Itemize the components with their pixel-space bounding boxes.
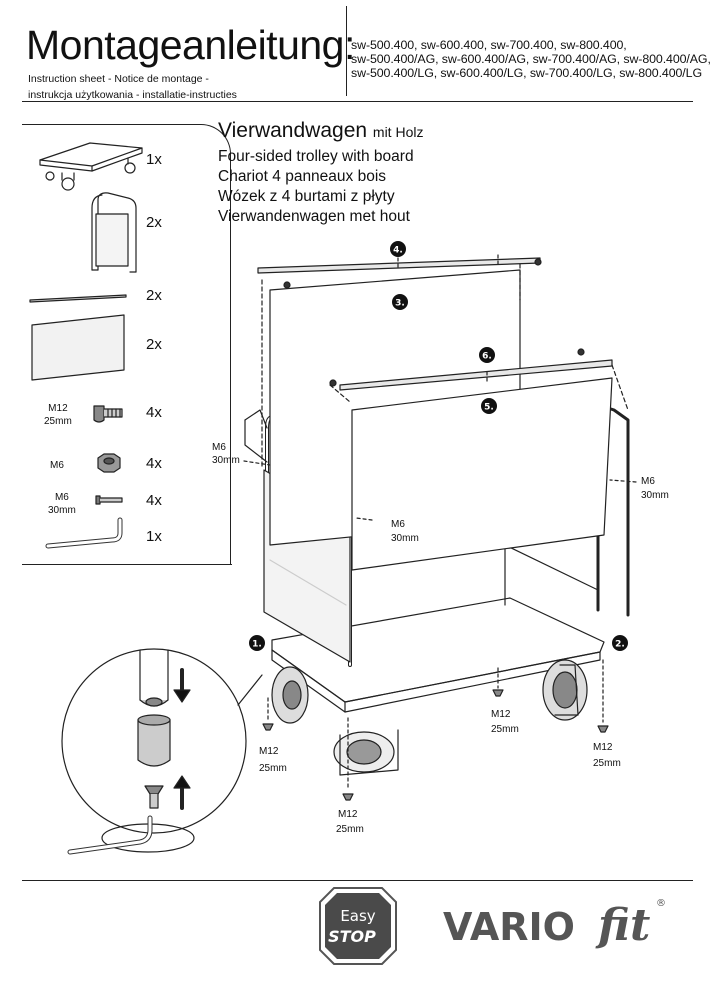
easy-stop-top: Easy [340, 907, 375, 925]
variofit-registered: ® [656, 898, 666, 909]
variofit-fit: fit [595, 900, 650, 951]
parts-list-frame [22, 124, 231, 565]
m6-nut-icon [97, 453, 121, 473]
step-badge-5 [481, 398, 497, 414]
model-list-line-3: sw-500.400/LG, sw-600.400/LG, sw-700.400… [351, 66, 702, 80]
parts-qty-m12: 4x [146, 404, 162, 421]
front-board [351, 377, 613, 571]
callout-m12-left-length: 25mm [259, 763, 287, 774]
callout-m6-left-size: M6 [212, 442, 226, 453]
step-badge-6 [479, 347, 495, 363]
parts-qty-nut: 4x [146, 455, 162, 472]
callout-leaders [243, 254, 637, 791]
step-badge-3-label: 3. [395, 299, 405, 309]
subtitle-line-1: Instruction sheet - Notice de montage - [28, 73, 209, 85]
product-title-en: Four-sided trolley with board [218, 148, 414, 165]
variofit-logo: VARIO fit ® [443, 898, 666, 951]
callout-m12-center-length: 25mm [491, 724, 519, 735]
footer-rule [22, 880, 693, 881]
parts-qty-board: 2x [146, 336, 162, 353]
callout-m6-center-size: M6 [391, 519, 405, 530]
callout-m12-right-length: 25mm [593, 758, 621, 769]
header-divider [346, 6, 347, 96]
wood-board-icon [31, 314, 125, 381]
detail-circle [61, 648, 263, 834]
callout-m12-left-size: M12 [259, 746, 279, 757]
m12-screw-icon [93, 405, 123, 423]
caster-back-left [271, 666, 309, 724]
parts-qty-frame: 2x [146, 214, 162, 231]
callout-m12-front-length: 25mm [336, 824, 364, 835]
m6-screw-icon [95, 495, 123, 505]
callout-m6-right-size: M6 [641, 476, 655, 487]
callout-m6-center-length: 30mm [391, 533, 419, 544]
parts-list-bottom-rule [22, 564, 232, 565]
detail-hex-key-icon [67, 815, 195, 855]
rail-bar-icon [29, 294, 127, 303]
step-badge-3 [392, 294, 408, 310]
easy-stop-logo: Easy STOP [319, 887, 397, 965]
callout-m6-right-length: 30mm [641, 490, 669, 501]
parts-qty-base: 1x [146, 151, 162, 168]
step-badge-2 [612, 635, 628, 651]
step-badge-1-label: 1. [252, 640, 262, 650]
step-badge-6-label: 6. [482, 352, 492, 362]
parts-qty-rail: 2x [146, 287, 162, 304]
parts-label-m12-size: M12 [48, 403, 68, 414]
header-rule [22, 101, 693, 102]
product-title: Vierwandwagen mit Holz [218, 119, 423, 143]
hex-key-icon [45, 517, 123, 549]
step-badge-2-label: 2. [615, 640, 625, 650]
detail-arrow-up-icon [173, 775, 191, 810]
parts-label-m12-length: 25mm [44, 416, 72, 427]
detail-arrow-down-icon [173, 668, 191, 703]
model-list-line-1: sw-500.400, sw-600.400, sw-700.400, sw-8… [351, 38, 627, 52]
step-badge-4 [390, 241, 406, 257]
product-title-suffix: mit Holz [372, 124, 424, 140]
product-title-fr: Chariot 4 panneaux bois [218, 168, 387, 185]
easy-stop-bottom: STOP [328, 927, 376, 946]
back-rail [257, 257, 542, 469]
trolley-deck [271, 597, 605, 713]
parts-label-m6-size: M6 [54, 492, 69, 503]
model-list-line-2: sw-500.400/AG, sw-600.400/AG, sw-700.400… [351, 52, 711, 66]
subtitle-line-2: instrukcja użytkowania - installatie-ins… [28, 89, 237, 101]
callout-m6-left-length: 30mm [212, 455, 240, 466]
parts-label-m12: M12 25mm [44, 402, 72, 428]
bottom-screws [262, 689, 609, 801]
parts-label-nut: M6 [50, 460, 64, 471]
front-rail [329, 348, 629, 411]
parts-label-m6-length: 30mm [48, 505, 76, 516]
product-title-nl: Vierwandenwagen met hout [218, 208, 410, 225]
callout-m12-center-size: M12 [491, 709, 511, 720]
step-badge-1 [249, 635, 265, 651]
parts-qty-m6: 4x [146, 492, 162, 509]
step-badge-4-label: 4. [393, 246, 403, 256]
callout-m12-front-size: M12 [338, 809, 358, 820]
caster-right [542, 659, 588, 721]
variofit-main: VARIO [443, 905, 575, 949]
product-title-pl: Wózek z 4 burtami z płyty [218, 188, 395, 205]
parts-label-m6: M6 30mm [48, 491, 76, 517]
detail-screw-icon [144, 785, 164, 809]
product-title-main: Vierwandwagen [218, 119, 368, 142]
end-frame-icon [91, 192, 137, 273]
step-badge-5-label: 5. [484, 403, 494, 413]
callout-m12-right-size: M12 [593, 742, 613, 753]
document-title: Montageanleitung: [26, 22, 355, 68]
parts-qty-key: 1x [146, 528, 162, 545]
caster-front-left [333, 729, 399, 776]
trolley-base-icon [39, 142, 143, 191]
